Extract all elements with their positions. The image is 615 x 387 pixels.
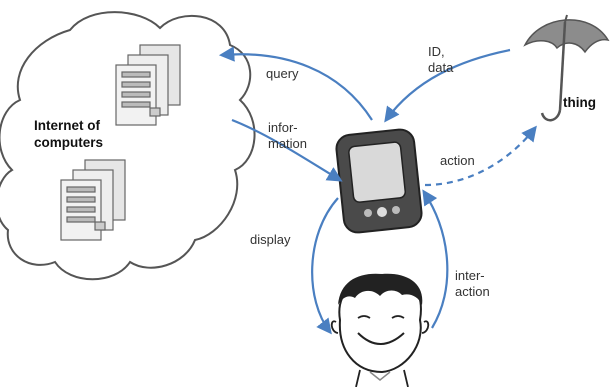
arrow-id-data [384,48,511,123]
action-label: action [440,153,475,168]
person-face-icon [330,273,430,387]
arrow-query [218,46,373,121]
thing-label: thing [563,95,596,110]
id-data-label-line1: ID, [428,44,445,59]
arrow-action [424,125,537,187]
pda-icon [335,128,423,234]
interaction-label-line1: inter- [455,268,485,283]
server-rack-icon [115,44,181,126]
cloud-label-line2: computers [34,135,104,150]
id-data-label-line2: data [428,60,454,75]
information-label-line1: infor- [268,120,298,135]
arrow-information [231,118,343,182]
cloud-label-line1: Internet of [34,118,100,133]
server-rack-icon [60,159,126,241]
query-label: query [266,66,299,81]
arrow-interaction [422,189,449,329]
information-label-line2: mation [268,136,308,151]
display-label: display [250,232,291,247]
arrow-display [311,197,339,335]
umbrella-icon [523,14,610,122]
arrows [218,46,537,335]
interaction-label-line2: action [455,284,490,299]
